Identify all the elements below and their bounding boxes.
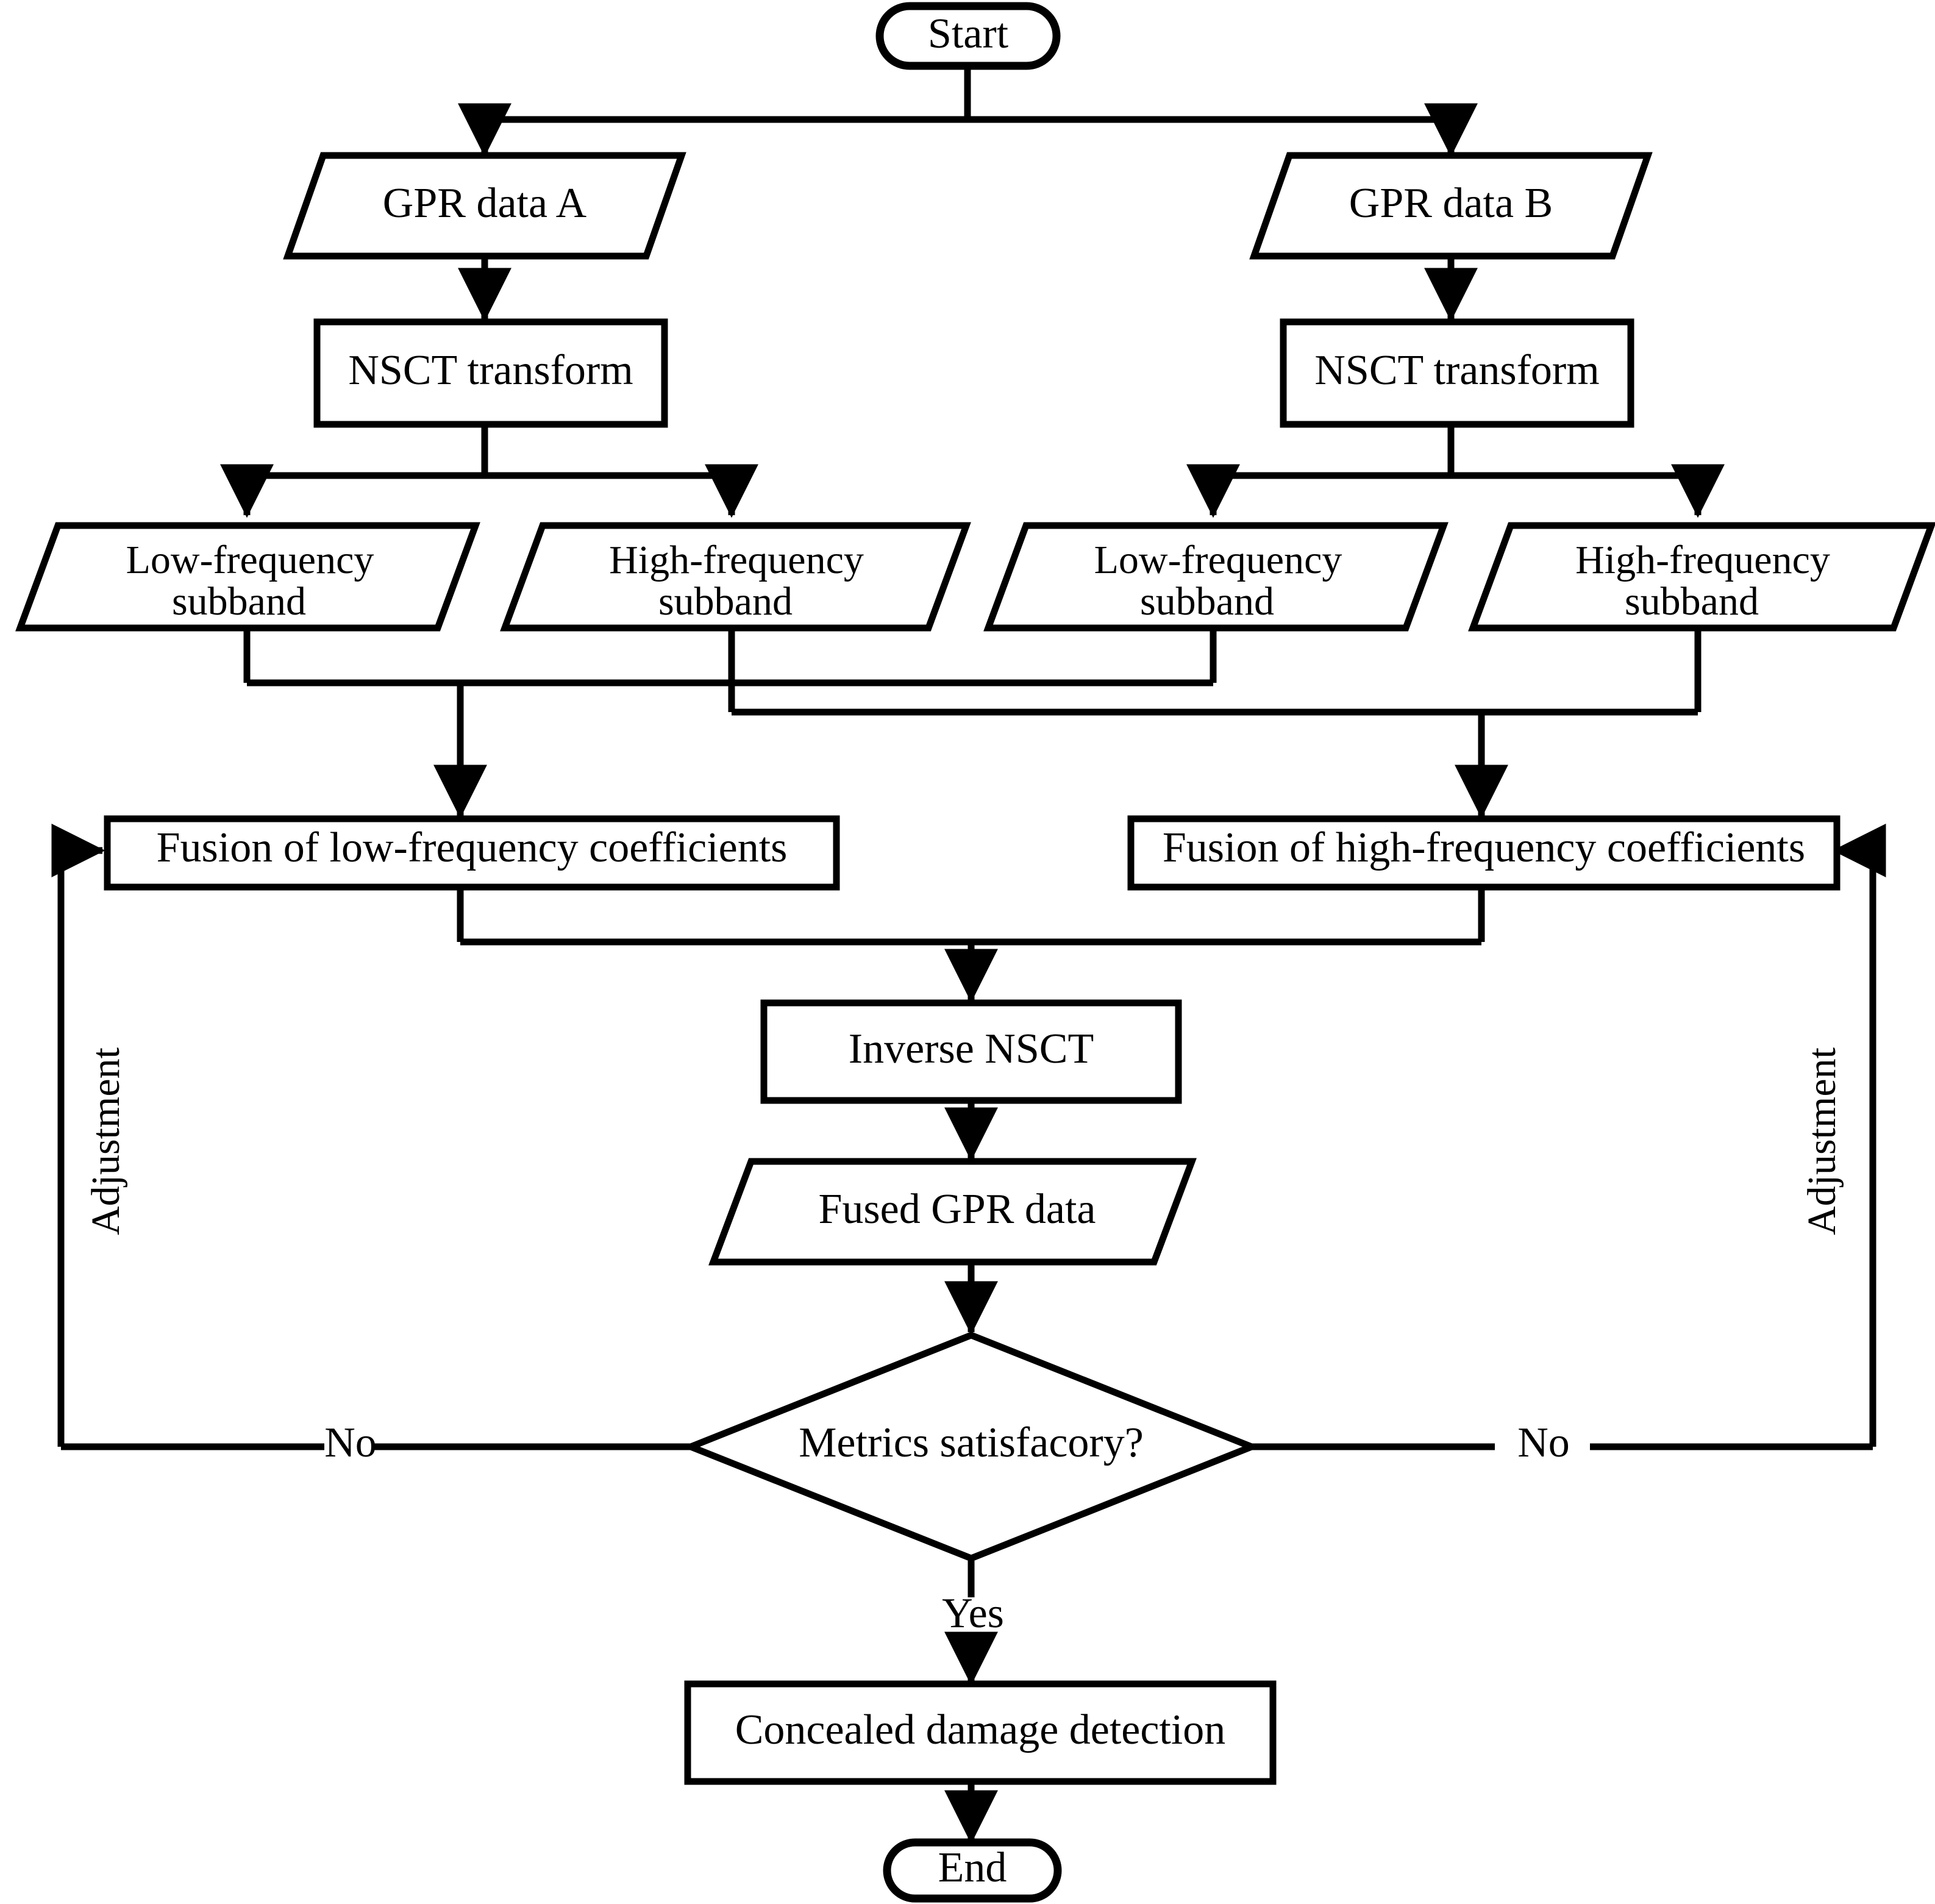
- node-high-frequency-subband-a-label-line1: High-frequency: [609, 538, 864, 582]
- node-low-frequency-subband-b[interactable]: [983, 522, 1449, 632]
- node-fused-gpr-data-label: Fused GPR data: [819, 1186, 1096, 1233]
- node-gpr-data-b-label: GPR data B: [1349, 180, 1553, 227]
- node-high-frequency-subband-a-label-line2: subband: [658, 579, 793, 624]
- edge-label-no-right: No: [1517, 1419, 1570, 1466]
- node-fusion-low-frequency[interactable]: [104, 815, 840, 891]
- node-high-frequency-subband-b-label-line2: subband: [1625, 579, 1759, 624]
- node-concealed-damage-detection-label: Concealed damage detection: [735, 1706, 1226, 1753]
- node-high-frequency-subband-a[interactable]: [500, 522, 971, 632]
- node-gpr-data-b[interactable]: [1249, 152, 1653, 260]
- node-end-label: End: [938, 1844, 1007, 1891]
- node-fusion-high-frequency[interactable]: [1127, 815, 1841, 891]
- node-inverse-nsct[interactable]: [760, 999, 1182, 1104]
- node-nsct-transform-a-label: NSCT transform: [348, 347, 633, 394]
- node-nsct-transform-b[interactable]: [1280, 318, 1634, 428]
- node-end[interactable]: [883, 1838, 1062, 1903]
- node-low-frequency-subband-b-label-line2: subband: [1140, 579, 1274, 624]
- node-decision-metrics[interactable]: [682, 1332, 1261, 1562]
- node-high-frequency-subband-b[interactable]: [1468, 522, 1935, 632]
- edge-label-adjustment-right: Adjustment: [1800, 1047, 1844, 1235]
- node-decision-metrics-label: Metrics satisfacory?: [799, 1419, 1144, 1466]
- node-start-label: Start: [928, 10, 1009, 57]
- edge-label-no-left: No: [324, 1419, 377, 1466]
- node-inverse-nsct-label: Inverse NSCT: [849, 1025, 1094, 1072]
- node-start[interactable]: [875, 2, 1061, 70]
- node-low-frequency-subband-b-label-line1: Low-frequency: [1094, 538, 1342, 582]
- node-low-frequency-subband-a-label-line2: subband: [172, 579, 306, 624]
- node-concealed-damage-detection[interactable]: [684, 1680, 1277, 1785]
- node-gpr-data-a[interactable]: [283, 152, 686, 260]
- node-low-frequency-subband-a-label-line1: Low-frequency: [126, 538, 374, 582]
- node-fusion-low-frequency-label: Fusion of low-frequency coefficients: [157, 824, 788, 871]
- node-fusion-high-frequency-label: Fusion of high-frequency coefficients: [1163, 824, 1805, 871]
- node-fused-gpr-data[interactable]: [708, 1158, 1197, 1266]
- node-low-frequency-subband-a[interactable]: [15, 522, 480, 632]
- node-nsct-transform-a[interactable]: [313, 318, 668, 428]
- node-gpr-data-a-label: GPR data A: [383, 180, 587, 227]
- node-nsct-transform-b-label: NSCT transform: [1314, 347, 1599, 394]
- node-high-frequency-subband-b-label-line1: High-frequency: [1575, 538, 1830, 582]
- edge-label-adjustment-left: Adjustment: [84, 1047, 128, 1235]
- edge-label-yes: Yes: [942, 1590, 1004, 1637]
